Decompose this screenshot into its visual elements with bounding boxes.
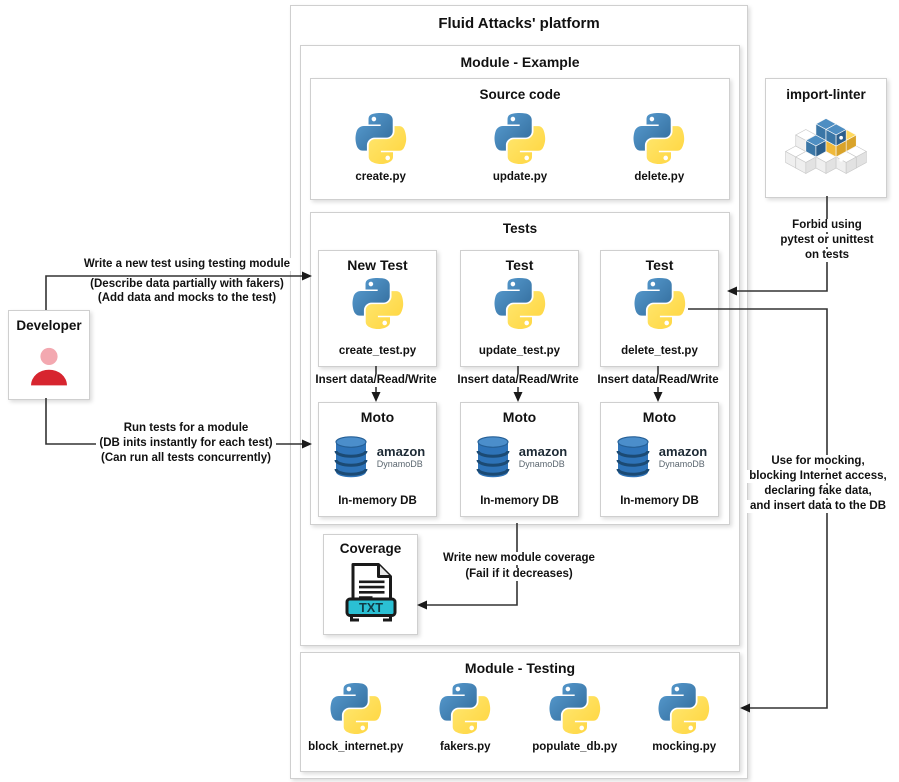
module-testing-title: Module - Testing bbox=[464, 660, 576, 676]
testing-file-label: populate_db.py bbox=[532, 741, 618, 753]
source-file-label: delete.py bbox=[634, 171, 685, 183]
source-code-files: create.py update.py delete.py bbox=[311, 113, 729, 183]
python-icon bbox=[494, 278, 546, 330]
source-file: delete.py bbox=[599, 113, 719, 183]
developer-box: Developer bbox=[8, 310, 90, 400]
dynamodb-label: DynamoDB bbox=[518, 459, 565, 469]
import-linter-voxel-icon bbox=[785, 118, 867, 174]
platform-title: Fluid Attacks' platform bbox=[438, 15, 600, 32]
source-file: update.py bbox=[460, 113, 580, 183]
import-linter-box: import-linter bbox=[765, 78, 887, 198]
run-note-line1: Run tests for a module bbox=[36, 422, 336, 435]
test-node-create: New Test create_test.py bbox=[318, 250, 437, 367]
python-icon bbox=[658, 683, 710, 735]
txt-label: TXT bbox=[358, 600, 382, 615]
tests-title: Tests bbox=[502, 221, 538, 236]
dynamodb-icon bbox=[472, 433, 514, 481]
testing-file: fakers.py bbox=[411, 683, 519, 753]
testing-file: block_internet.py bbox=[302, 683, 410, 753]
python-icon bbox=[494, 113, 546, 165]
test-node-update: Test update_test.py bbox=[460, 250, 579, 367]
source-code-box: Source code create.py update.py delete.p… bbox=[310, 78, 730, 200]
python-icon bbox=[633, 113, 685, 165]
run-note-line2: (DB inits instantly for each test) bbox=[36, 437, 336, 450]
dynamodb-label: DynamoDB bbox=[376, 459, 423, 469]
source-file-label: update.py bbox=[492, 171, 548, 183]
forbid-note-line2: pytest or unittest bbox=[677, 234, 899, 247]
test-node-title: New Test bbox=[347, 257, 408, 273]
module-testing-box: Module - Testing block_internet.py faker… bbox=[300, 652, 740, 772]
testing-file-label: block_internet.py bbox=[308, 741, 404, 753]
txt-file-icon: TXT bbox=[345, 563, 396, 622]
mocking-note-line2: blocking Internet access, bbox=[668, 470, 899, 483]
write-note-line3: (Add data and mocks to the test) bbox=[37, 292, 337, 305]
source-code-title: Source code bbox=[479, 87, 561, 102]
test-node-delete: Test delete_test.py bbox=[600, 250, 719, 367]
coverage-title: Coverage bbox=[339, 541, 402, 556]
forbid-note-line1: Forbid using bbox=[677, 219, 899, 232]
test-node-title: Test bbox=[505, 257, 534, 273]
dynamodb-icon bbox=[612, 433, 654, 481]
moto-caption: In-memory DB bbox=[620, 495, 699, 507]
testing-file: mocking.py bbox=[630, 683, 738, 753]
dynamodb-label: DynamoDB bbox=[658, 459, 705, 469]
test-node-file: delete_test.py bbox=[621, 345, 698, 357]
source-file-label: create.py bbox=[355, 171, 406, 183]
module-testing-files: block_internet.py fakers.py populate_db.… bbox=[301, 683, 739, 753]
test-node-file: create_test.py bbox=[338, 345, 417, 357]
coverage-note-line1: Write new module coverage bbox=[369, 552, 669, 565]
python-icon bbox=[634, 278, 686, 330]
developer-person-icon bbox=[31, 347, 67, 386]
write-note-line2: (Describe data partially with fakers) bbox=[37, 278, 337, 291]
testing-file-label: fakers.py bbox=[439, 741, 491, 753]
moto-caption: In-memory DB bbox=[480, 495, 559, 507]
mocking-note-line3: declaring fake data, bbox=[668, 485, 899, 498]
moto-title: Moto bbox=[360, 409, 395, 425]
run-note-line3: (Can run all tests concurrently) bbox=[36, 452, 336, 465]
dynamodb-icon bbox=[330, 433, 372, 481]
amazon-label: amazon bbox=[376, 444, 426, 459]
module-example-title: Module - Example bbox=[460, 54, 580, 70]
testing-file-label: mocking.py bbox=[652, 741, 717, 753]
forbid-note-line3: on tests bbox=[677, 249, 899, 262]
test-node-title: Test bbox=[645, 257, 674, 273]
import-linter-title: import-linter bbox=[786, 87, 866, 102]
coverage-note-line2: (Fail if it decreases) bbox=[369, 568, 669, 581]
mocking-note-line4: and insert data to the DB bbox=[668, 500, 899, 513]
amazon-label: amazon bbox=[518, 444, 568, 459]
mocking-note-line1: Use for mocking, bbox=[668, 455, 899, 468]
python-icon bbox=[330, 683, 382, 735]
python-icon bbox=[549, 683, 601, 735]
developer-title: Developer bbox=[16, 318, 82, 333]
testing-file: populate_db.py bbox=[521, 683, 629, 753]
moto-title: Moto bbox=[502, 409, 537, 425]
write-note-line1: Write a new test using testing module bbox=[37, 258, 337, 271]
coverage-node: Coverage TXT bbox=[323, 534, 418, 635]
python-icon bbox=[355, 113, 407, 165]
python-icon bbox=[352, 278, 404, 330]
python-icon bbox=[439, 683, 491, 735]
insert-data-label-3: Insert data/Read/Write bbox=[508, 374, 808, 387]
moto-caption: In-memory DB bbox=[338, 495, 417, 507]
moto-title: Moto bbox=[642, 409, 677, 425]
test-node-file: update_test.py bbox=[478, 345, 561, 357]
source-file: create.py bbox=[321, 113, 441, 183]
